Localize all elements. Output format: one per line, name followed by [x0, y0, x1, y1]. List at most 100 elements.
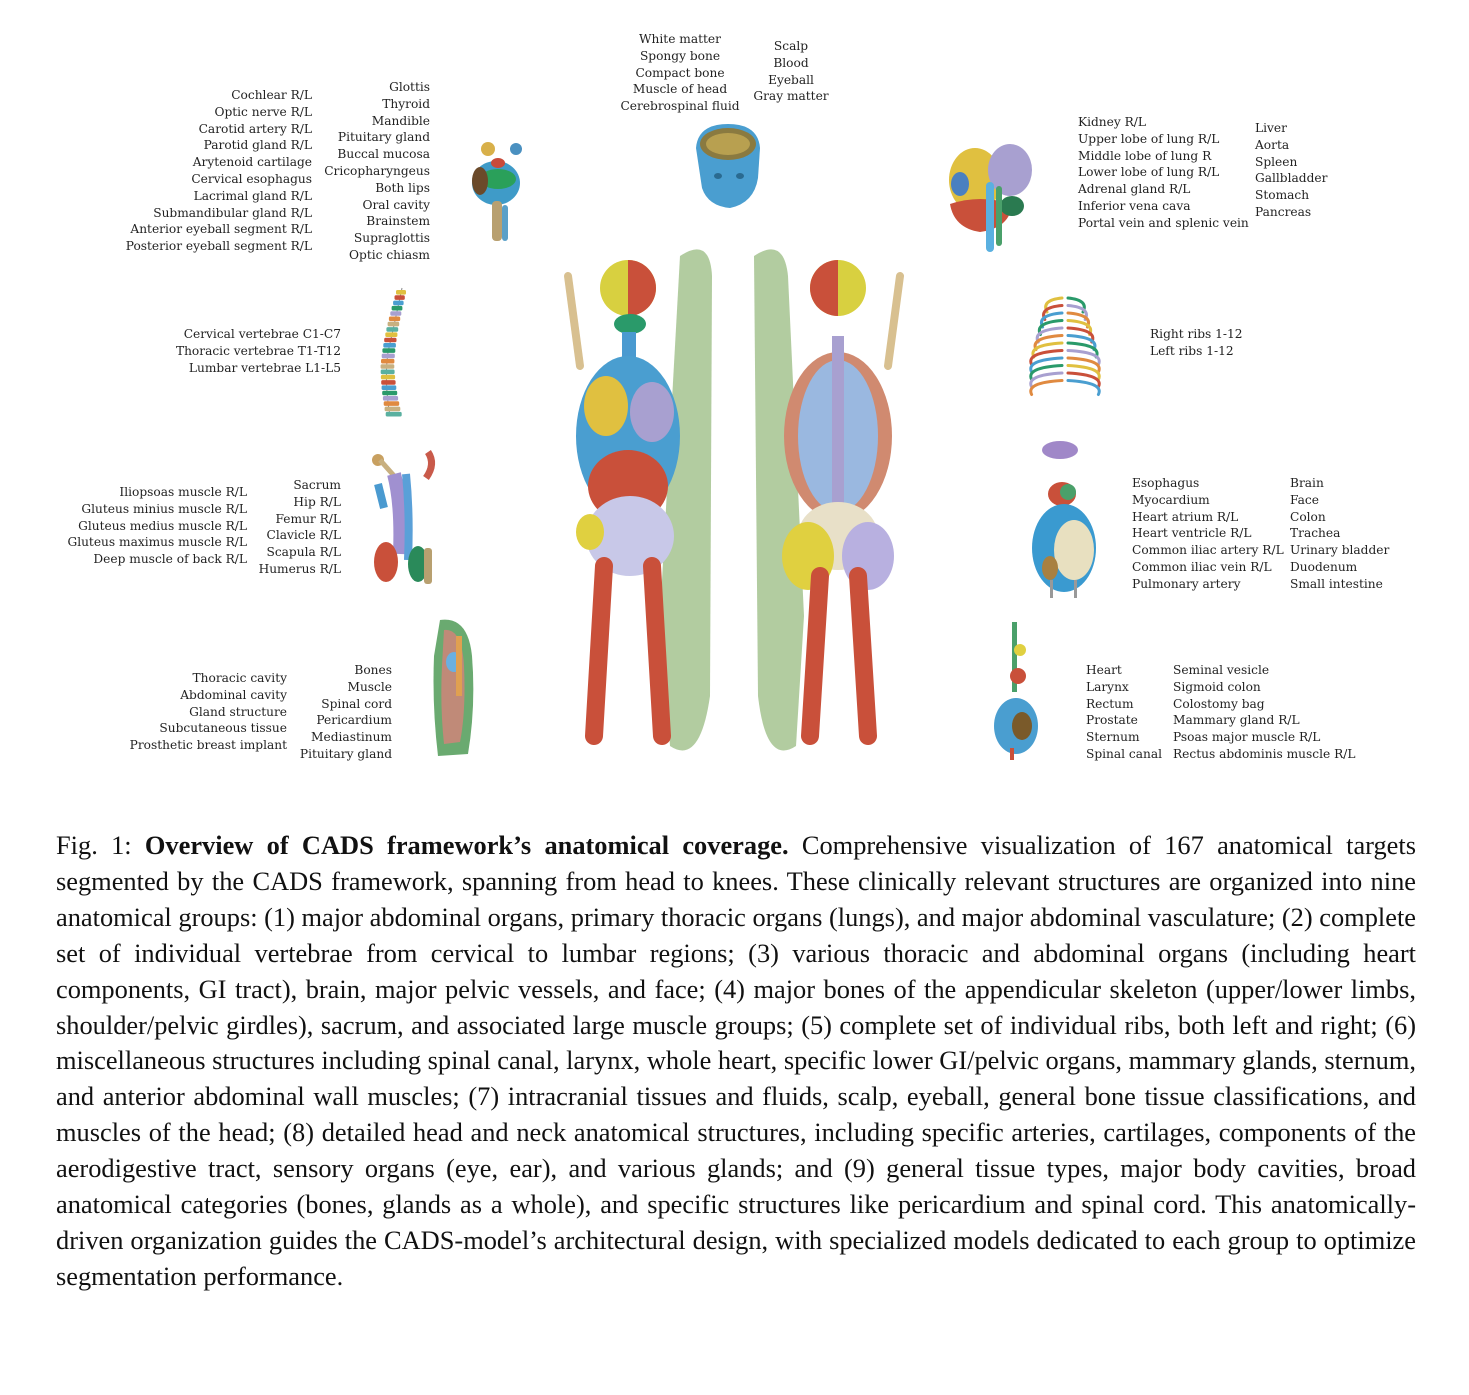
structure-label: Gluteus medius muscle R/L	[78, 518, 247, 533]
structure-label: Both lips	[375, 180, 430, 195]
structure-label: Cerebrospinal fluid	[620, 99, 740, 114]
vertebra-shape	[387, 321, 400, 327]
rib-shape	[1029, 349, 1064, 366]
vertebra-shape	[386, 327, 399, 332]
vertebra-shape	[390, 311, 402, 316]
structure-label: Colostomy bag	[1173, 696, 1265, 711]
vertebrae-render	[380, 287, 406, 417]
structure-label: Gland structure	[189, 704, 287, 719]
bones-muscles-render	[372, 450, 435, 584]
structure-label: Pituitary gland	[337, 130, 430, 145]
structure-label: Cochlear R/L	[231, 88, 312, 102]
structure-label: Bones	[354, 663, 392, 677]
vertebra-shape	[388, 316, 401, 322]
structure-label: Kidney R/L	[1078, 115, 1147, 129]
vertebra-shape	[384, 406, 401, 412]
full-body-back-render	[754, 249, 904, 751]
structure-label: Optic nerve R/L	[214, 104, 312, 119]
structure-label: Rectus abdominis muscle R/L	[1173, 746, 1356, 761]
vertebra-shape	[385, 332, 398, 337]
structure-label: Portal vein and splenic vein	[1078, 215, 1249, 230]
vertebra-shape	[383, 343, 396, 348]
structure-label: Thoracic vertebrae T1-T12	[175, 343, 341, 358]
rib-shape	[1029, 371, 1064, 389]
structure-label: Pulmonary artery	[1132, 576, 1241, 591]
structure-label: Arytenoid cartilage	[192, 155, 312, 170]
abdominal-organs-render	[949, 144, 1032, 252]
rib-shape	[1066, 379, 1101, 396]
rib-shape	[1029, 379, 1064, 396]
vertebra-shape	[380, 364, 395, 369]
structure-label: Colon	[1290, 509, 1326, 524]
structure-label: Heart atrium R/L	[1132, 509, 1239, 524]
structure-label: Esophagus	[1132, 476, 1200, 490]
structure-label: Deep muscle of back R/L	[93, 552, 247, 567]
structure-label: Femur R/L	[275, 511, 341, 526]
structure-label: Mandible	[371, 113, 430, 128]
structure-label: Seminal vesicle	[1173, 663, 1270, 677]
vertebra-shape	[380, 374, 396, 380]
structure-label: Spinal cord	[321, 696, 392, 711]
structure-label: Parotid gland R/L	[203, 138, 312, 153]
structure-label: Iliopsoas muscle R/L	[119, 485, 247, 499]
vertebra-shape	[382, 390, 398, 396]
structure-label: Abdominal cavity	[180, 687, 287, 702]
structure-label: Brainstem	[366, 214, 430, 229]
structure-label: Prostate	[1086, 713, 1138, 728]
structure-label: Face	[1290, 492, 1319, 507]
vertebra-shape	[381, 353, 395, 359]
structure-label: Sacrum	[293, 478, 341, 492]
structure-label: Brain	[1290, 476, 1324, 490]
vertebra-shape	[380, 369, 395, 375]
structure-label: Myocardium	[1132, 492, 1210, 507]
caption-title: Overview of CADS framework’s anatomical …	[144, 830, 789, 860]
vertebra-shape	[382, 396, 399, 401]
vertebra-shape	[385, 411, 402, 417]
structure-label: Humerus R/L	[258, 561, 341, 576]
vertebra-shape	[383, 401, 400, 406]
caption-prefix: Fig. 1:	[56, 830, 145, 860]
structure-label: Buccal mucosa	[337, 147, 430, 162]
structure-label: Oral cavity	[362, 197, 430, 212]
structure-label: Pericardium	[316, 713, 392, 728]
structure-label: Thyroid	[382, 96, 430, 111]
structure-label: Lumbar vertebrae L1-L5	[188, 360, 341, 375]
structure-label: Trachea	[1290, 526, 1341, 541]
structure-label: Gluteus maximus muscle R/L	[67, 535, 247, 550]
structure-label: Cervical esophagus	[191, 171, 312, 186]
structure-label: Mediastinum	[311, 730, 392, 745]
thoracic-organs-render	[1032, 441, 1096, 598]
structure-label: Eyeball	[768, 72, 814, 87]
vertebra-shape	[381, 358, 395, 364]
structure-label: Psoas major muscle R/L	[1173, 730, 1321, 745]
full-body-front-render	[564, 249, 712, 751]
vertebra-shape	[381, 385, 397, 390]
structure-label: Aorta	[1255, 137, 1290, 152]
structure-label: Glottis	[389, 80, 430, 94]
misc-structures-render	[994, 622, 1038, 760]
vertebra-shape	[394, 295, 405, 300]
structure-label: Scalp	[773, 39, 809, 53]
rib-shape	[1066, 349, 1101, 366]
structure-label: Subcutaneous tissue	[159, 721, 287, 736]
figure-caption: Fig. 1: Overview of CADS framework’s ana…	[56, 828, 1416, 1295]
vertebra-shape	[391, 305, 403, 311]
structure-label: Prosthetic breast implant	[129, 738, 287, 753]
rib-shape	[1029, 356, 1064, 374]
structure-label: Optic chiasm	[349, 247, 430, 262]
rib-shape	[1066, 364, 1101, 381]
structure-label: Larynx	[1086, 679, 1129, 694]
structure-label: Common iliac vein R/L	[1132, 559, 1272, 574]
structure-label: Muscle of head	[632, 82, 728, 97]
